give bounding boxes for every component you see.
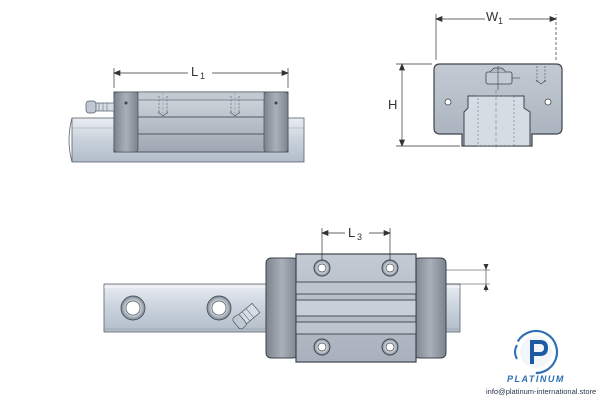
dimension-w1-label: W	[486, 9, 499, 24]
top-view-carriage-hole-3	[313, 338, 331, 356]
top-view-carriage-hole-2	[381, 259, 399, 277]
dimension-l1-subscript: 1	[200, 71, 205, 81]
brand-email: info@platinum-international.store	[486, 387, 596, 396]
top-view-rail-hole-1	[120, 295, 146, 321]
dimension-h	[396, 63, 460, 147]
side-view: L 1	[68, 64, 305, 163]
brand-name: PLATINUM	[507, 374, 565, 384]
side-view-end-seal-right	[263, 91, 289, 153]
top-view-end-seal-right	[413, 257, 447, 359]
side-view-carriage	[113, 91, 289, 153]
dimension-l3-label: L	[348, 225, 355, 240]
front-view-bolt-hole	[535, 66, 547, 85]
front-view-grease-nipple	[485, 66, 520, 90]
front-view-screw-left	[444, 98, 452, 106]
top-view: L 3	[103, 225, 490, 363]
top-view-carriage-hole-1	[313, 259, 331, 277]
front-view: W 1 H	[386, 9, 563, 150]
top-view-rail-hole-2	[206, 295, 232, 321]
top-view-carriage-hole-4	[381, 338, 399, 356]
side-view-bolt-hole-right	[229, 92, 241, 118]
brand-logo: PLATINUM info@platinum-international.sto…	[486, 329, 596, 396]
side-view-grease-nipple	[85, 100, 115, 114]
top-view-grease-nipple	[232, 302, 261, 330]
dimension-l1-label: L	[191, 64, 198, 79]
logo-p-icon	[530, 340, 548, 364]
top-view-end-seal-left	[265, 257, 299, 359]
front-view-screw-right	[544, 98, 552, 106]
side-view-bolt-hole-left	[157, 92, 169, 118]
dimension-w1-subscript: 1	[498, 16, 503, 26]
side-view-end-seal-left	[113, 91, 139, 153]
dimension-h-label: H	[388, 97, 397, 112]
logo-ring-icon	[513, 329, 559, 375]
front-view-rail	[463, 95, 531, 147]
dimension-l3-subscript: 3	[357, 232, 362, 242]
